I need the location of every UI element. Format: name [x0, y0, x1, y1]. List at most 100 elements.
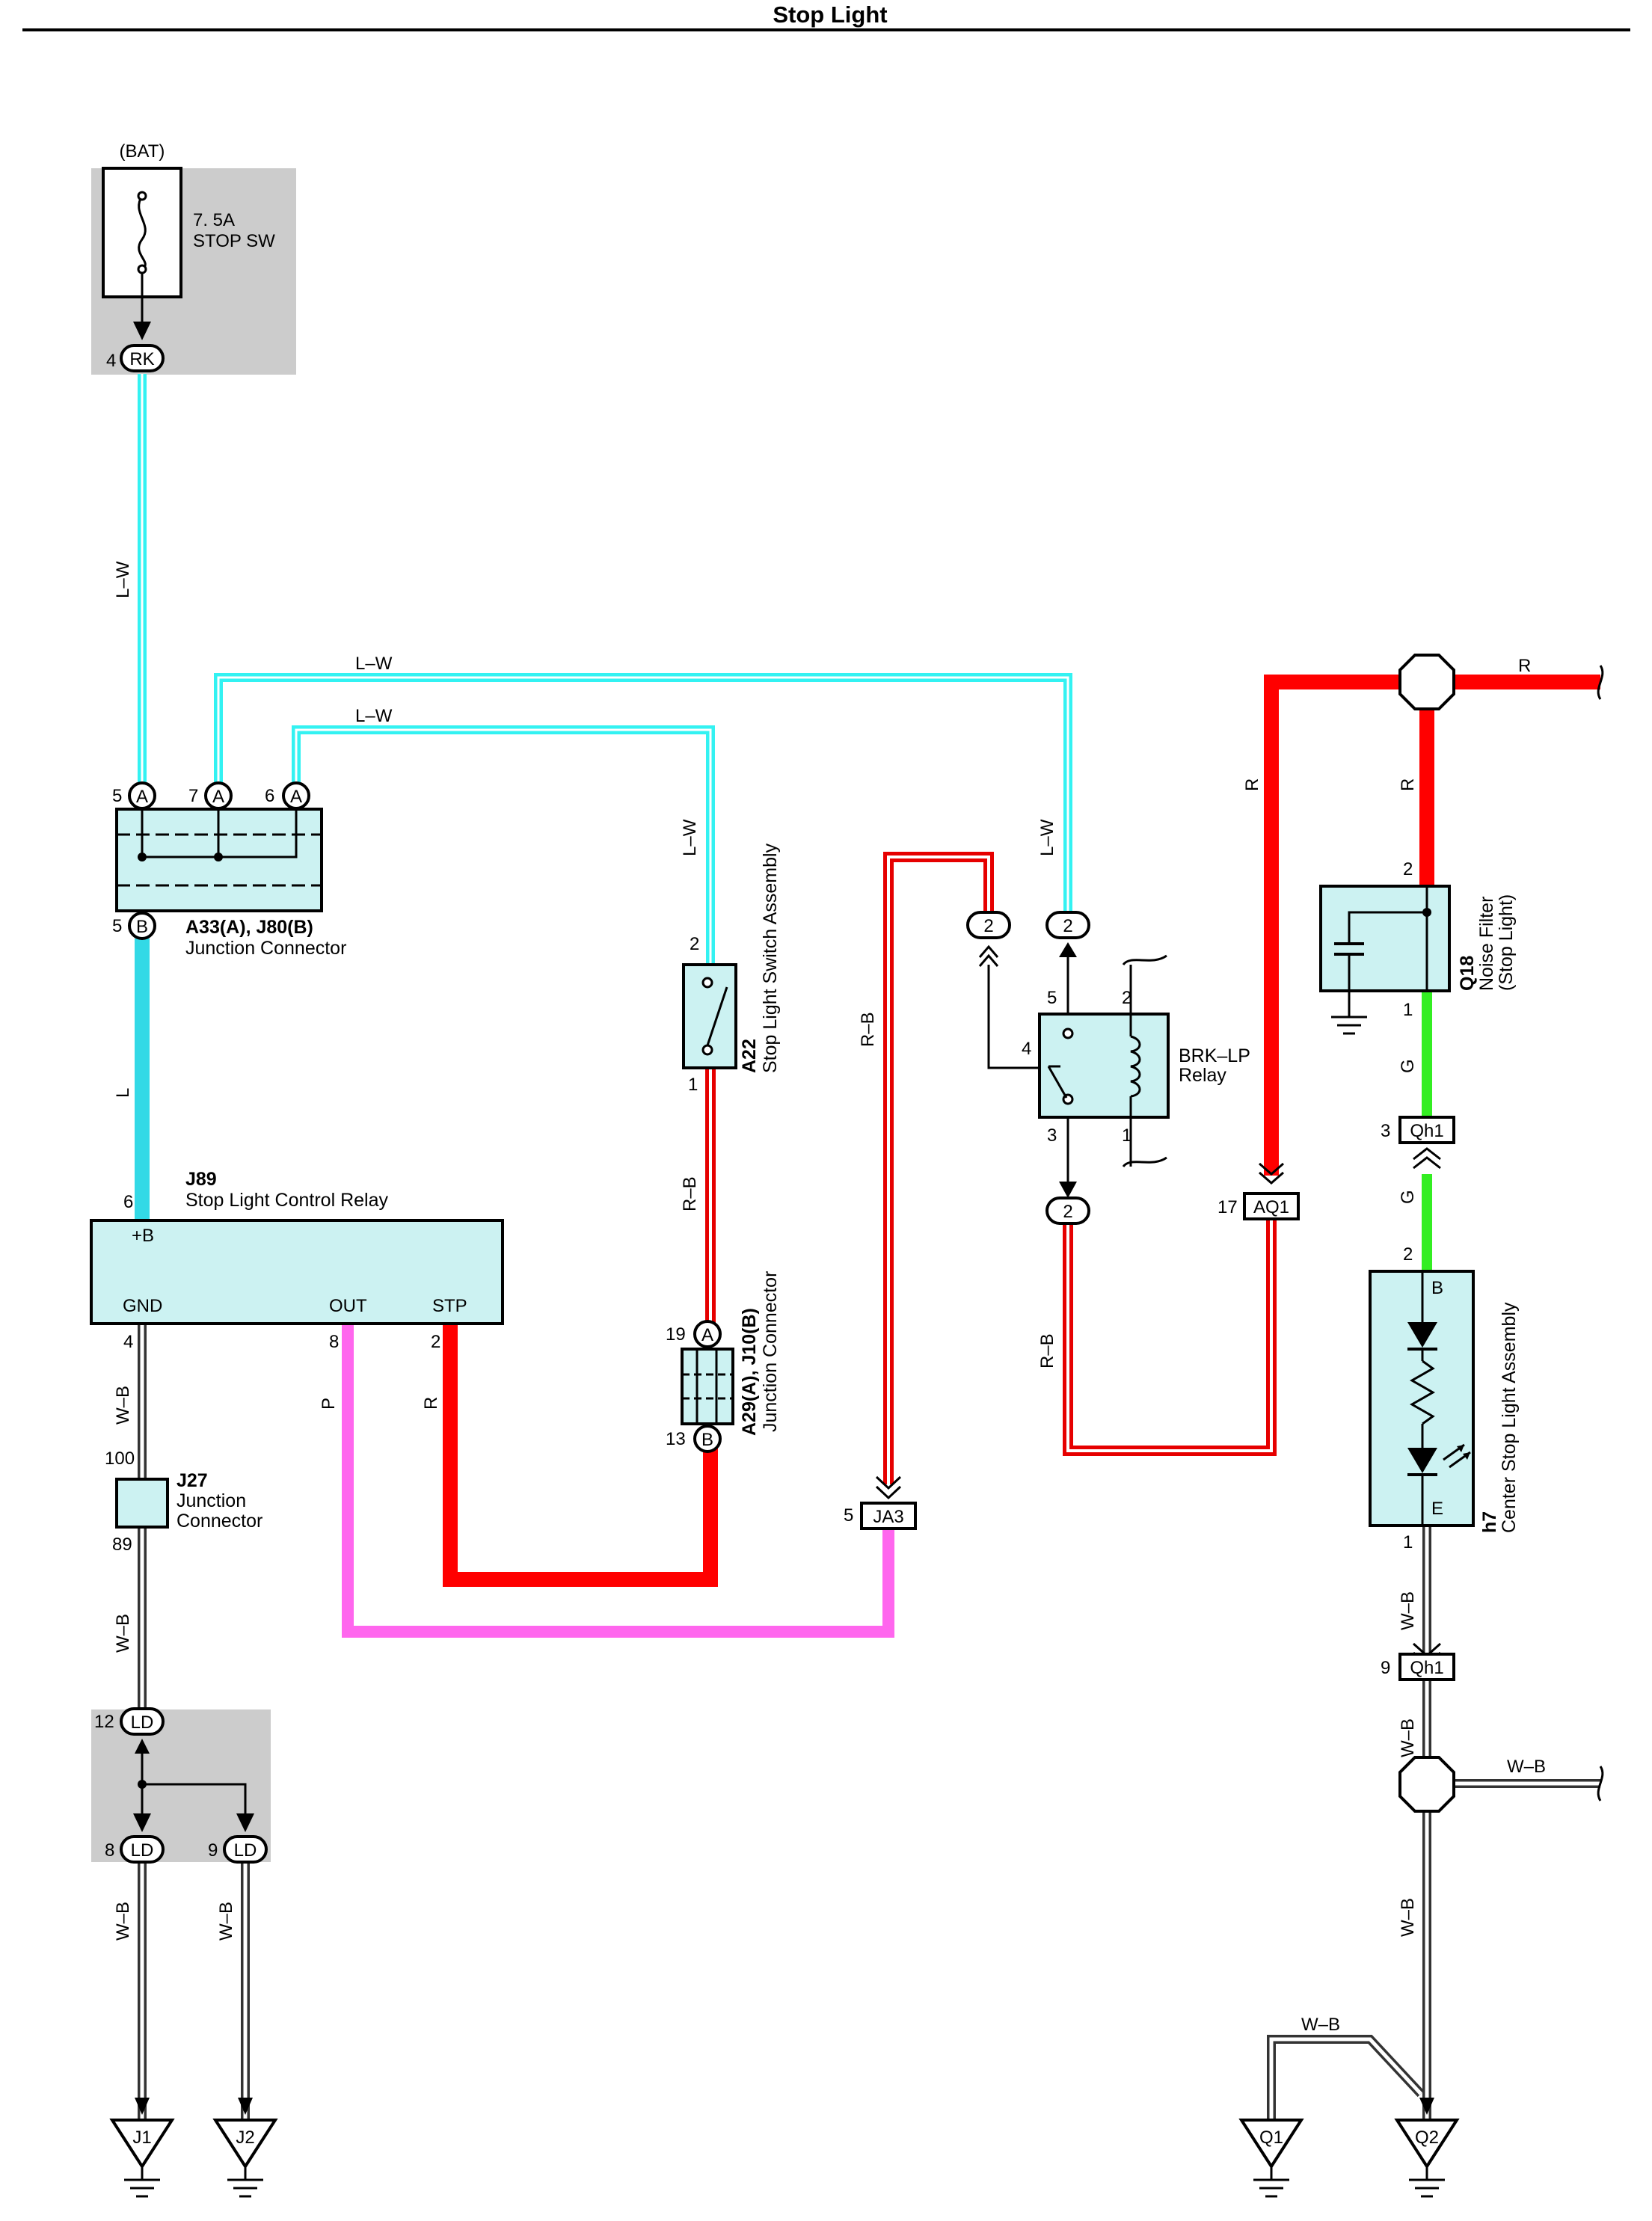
fuse-pin-label: 4 — [106, 351, 116, 371]
stop-lamp-led — [1407, 1448, 1437, 1473]
wire-p-j89-out-to-ja3 — [342, 1324, 894, 1638]
wire-r-top-bus — [1264, 675, 1600, 1176]
svg-text:B: B — [136, 917, 148, 937]
wire-label-wb-6: W–B — [1398, 1718, 1418, 1757]
wire-label-r-2: R — [1398, 778, 1418, 791]
brk-relay-coil — [1130, 1035, 1141, 1098]
relay-j89-out-label: OUT — [329, 1296, 367, 1316]
svg-text:LD: LD — [131, 1712, 154, 1733]
junction-j27-box — [115, 1478, 169, 1529]
relay-j89-code: J89 — [185, 1169, 217, 1190]
wire-label-r-1: R — [1242, 778, 1262, 791]
relay-j89-pin-gnd: 4 — [123, 1332, 133, 1352]
junction-j27-code: J27 — [176, 1470, 208, 1491]
svg-text:Q2: Q2 — [1415, 2128, 1439, 2148]
svg-text:LD: LD — [234, 1840, 257, 1861]
wire-label-g-2: G — [1398, 1190, 1418, 1204]
wire-rb-brk-relay-to-aq1 — [1063, 1215, 1277, 1456]
svg-text:A: A — [212, 787, 224, 807]
relay-j89-pin-out: 8 — [329, 1332, 339, 1352]
relay-j89-pin-stp: 2 — [431, 1332, 440, 1352]
stop-lamp-e-label: E — [1431, 1499, 1443, 1519]
connector-qh1-top-label: Qh1 — [1410, 1121, 1443, 1141]
wire-label-wb-1: W–B — [113, 1386, 133, 1425]
brk-relay-connector-lw: 2 — [1045, 911, 1090, 939]
connector-qh1-bottom — [1398, 1653, 1455, 1681]
fuse-rating: 7. 5A — [193, 210, 235, 230]
relay-j89-plusb-label: +B — [132, 1226, 154, 1246]
wire-label-wb-7: W–B — [1398, 1898, 1418, 1937]
brk-relay-box — [1038, 1013, 1170, 1119]
switch-a22-desc: Stop Light Switch Assembly — [760, 843, 781, 1073]
wire-label-rb-2: R–B — [858, 1012, 878, 1047]
svg-text:Q1: Q1 — [1259, 2128, 1283, 2148]
svg-text:A: A — [290, 787, 302, 807]
relay-j89-desc: Stop Light Control Relay — [185, 1190, 388, 1211]
relay-j89-gnd-label: GND — [123, 1296, 162, 1316]
wire-lw-a33-to-brk-relay — [214, 673, 1072, 912]
junction-j27-desc-1: Junction — [176, 1490, 246, 1511]
brk-relay-contact — [1047, 1066, 1068, 1099]
splice-wb — [1398, 1756, 1455, 1813]
svg-text:LD: LD — [131, 1840, 154, 1861]
junction-a29-box — [681, 1348, 734, 1425]
svg-text:19: 19 — [666, 1324, 686, 1345]
wire-label-rb-3: R–B — [1037, 1333, 1057, 1368]
qh1-pin-3: 3 — [1381, 1121, 1390, 1141]
wire-label-wb-3: W–B — [113, 1902, 133, 1941]
svg-text:A: A — [136, 787, 148, 807]
stop-lamp-resistor — [1409, 1360, 1436, 1425]
junction-a33-pin-5b: 5 B — [112, 912, 156, 940]
wire-label-wb-4: W–B — [216, 1902, 236, 1941]
svg-text:2: 2 — [1063, 916, 1072, 936]
relay-j89-pin-plusb: 6 — [123, 1192, 133, 1212]
svg-text:9: 9 — [208, 1840, 218, 1861]
connector-qh1-top — [1398, 1116, 1455, 1144]
relay-j89-box — [90, 1219, 504, 1325]
diagram-title: Stop Light — [773, 1, 887, 28]
qh1-pin-9: 9 — [1381, 1658, 1390, 1678]
ja3-pin: 5 — [844, 1505, 853, 1526]
svg-text:J1: J1 — [132, 2128, 151, 2148]
junction-j27-pin-100: 100 — [105, 1449, 135, 1469]
wire-label-wb-5: W–B — [1398, 1591, 1418, 1630]
svg-text:12: 12 — [94, 1712, 114, 1732]
noise-filter-code: Q18 — [1457, 956, 1478, 991]
stop-lamp-desc: Center Stop Light Assembly — [1499, 1302, 1520, 1533]
junction-j27-desc-2: Connector — [176, 1511, 262, 1532]
wire-r-j89-stp-to-a29 — [443, 1324, 718, 1587]
connector-rk — [120, 344, 165, 372]
stop-lamp-b-label: B — [1431, 1278, 1443, 1298]
switch-a22-pin-1: 1 — [688, 1075, 698, 1095]
brk-relay-connector-out: 2 — [1045, 1196, 1090, 1225]
wire-label-r-4: R — [421, 1397, 441, 1410]
ground-j2: J2 — [212, 2119, 278, 2198]
svg-text:2: 2 — [983, 916, 993, 936]
wire-label-lw-4: L–W — [680, 819, 700, 856]
wire-label-r-3: R — [1518, 656, 1531, 676]
brk-relay-pin-4: 4 — [1022, 1039, 1031, 1059]
wire-lw-a33-to-stop-switch — [292, 725, 715, 965]
wire-label-rb-1: R–B — [680, 1176, 700, 1211]
connector-aq1-label: AQ1 — [1253, 1197, 1289, 1217]
connector-ja3-label: JA3 — [873, 1507, 903, 1527]
connector-ld-9: 9 LD — [208, 1835, 268, 1864]
fuse-source-label: (BAT) — [120, 141, 165, 162]
brk-relay-pin-5: 5 — [1047, 988, 1057, 1008]
wire-break-wb — [1597, 1766, 1604, 1801]
junction-a33-pin-5a: 5 A — [112, 781, 156, 810]
brk-relay-connector-rb: 2 — [966, 911, 1011, 939]
relay-j89-stp-label: STP — [432, 1296, 467, 1316]
fuse-arrow — [133, 322, 151, 340]
junction-a29-code: A29(A), J10(B) — [739, 1308, 760, 1436]
brk-relay-pin-2: 2 — [1122, 988, 1131, 1008]
switch-a22-pin-2: 2 — [690, 934, 699, 954]
wire-wb-q1 — [1267, 2035, 1425, 2120]
noise-filter-ground — [1331, 1016, 1367, 1035]
noise-filter-pin-1: 1 — [1403, 1000, 1413, 1020]
connector-qh1-bottom-label: Qh1 — [1410, 1658, 1443, 1678]
wire-label-wb-8: W–B — [1507, 1757, 1546, 1777]
connector-ld-8: 8 LD — [105, 1835, 165, 1864]
svg-text:B: B — [701, 1430, 713, 1450]
